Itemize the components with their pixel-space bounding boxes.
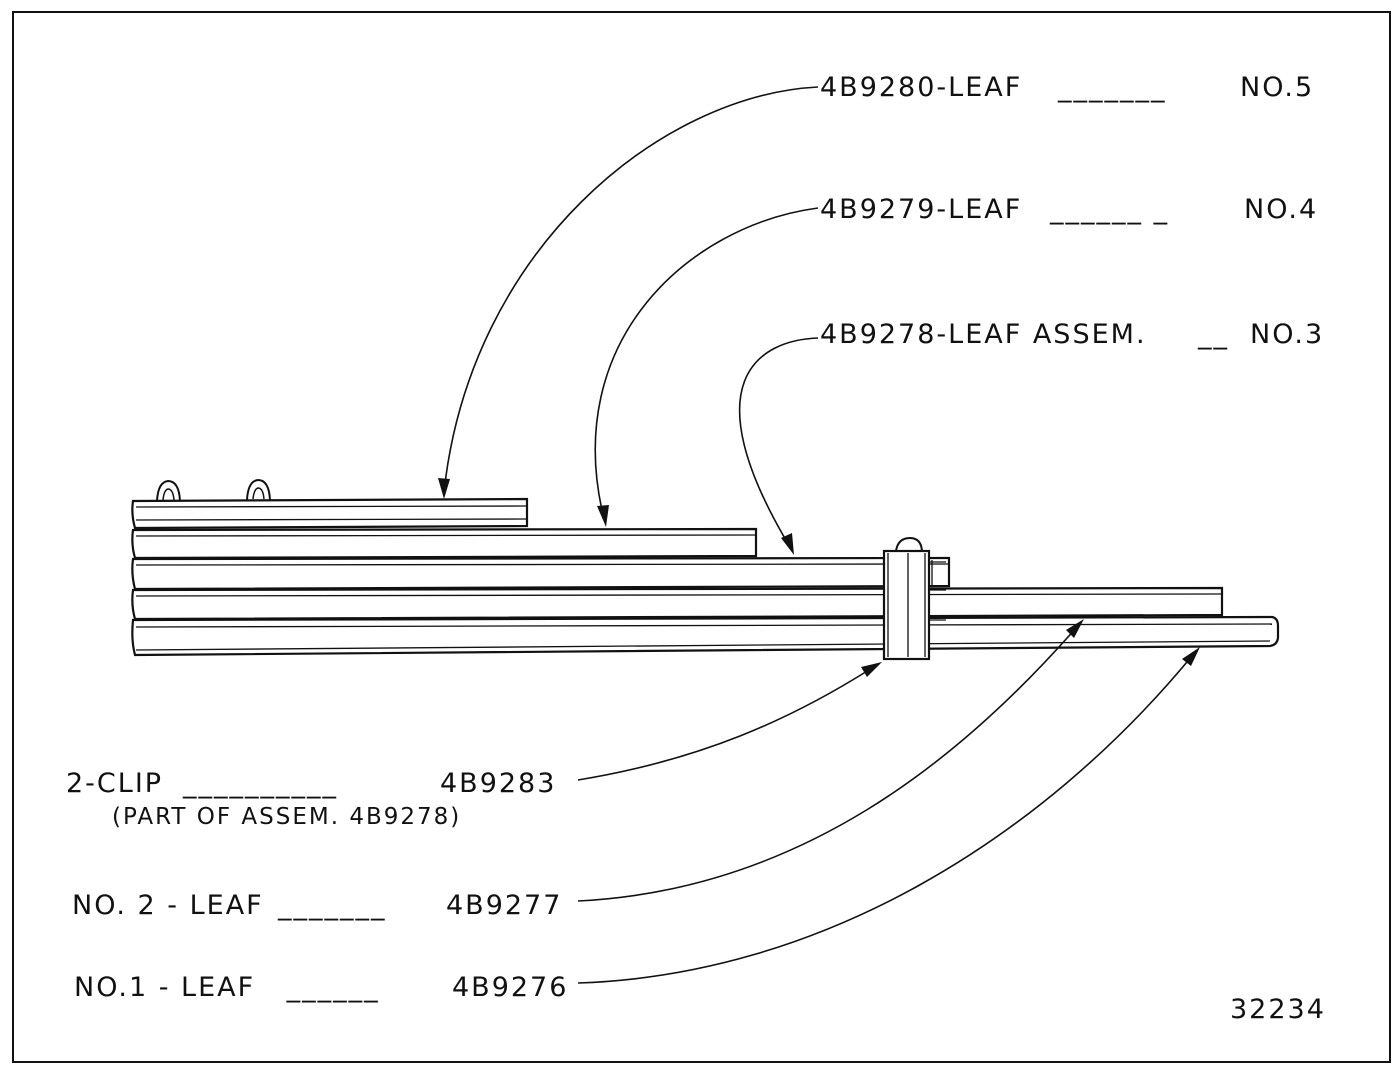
callout-clip: 2-CLIP __________ 4B9283 (PART OF ASSEM.… <box>66 768 556 830</box>
no5-part-number: 4B9280-LEAF <box>820 72 1022 103</box>
no2-leader-dashes: _______ <box>277 890 387 921</box>
leader-no2 <box>577 627 1077 902</box>
callout-leaf-no3: 4B9278-LEAF ASSEM. __ NO.3 <box>820 319 1324 350</box>
figure-frame <box>12 11 1391 1063</box>
figure-number: 32234 <box>1230 994 1326 1025</box>
leaf-no3-shape <box>131 556 951 591</box>
no4-position: NO.4 <box>1244 194 1318 225</box>
no4-part-number: 4B9279-LEAF <box>820 194 1022 225</box>
arrowhead-no5 <box>438 478 450 499</box>
no1-leader-dashes: ______ <box>276 972 380 1003</box>
callout-leaf-no2: NO. 2 - LEAF _______ 4B9277 <box>72 890 562 921</box>
arrowhead-clip <box>861 662 882 677</box>
leaf-no1-shape <box>131 615 1280 657</box>
no2-position: NO. 2 - LEAF <box>72 890 264 921</box>
leaf-no2-shape <box>131 586 1224 621</box>
no1-part-number: 4B9276 <box>452 972 568 1003</box>
leaf-no5-shape <box>131 497 529 530</box>
leader-no4 <box>594 207 819 520</box>
leader-lines <box>438 86 1200 984</box>
no1-position: NO.1 - LEAF <box>74 972 255 1003</box>
arrowhead-no4 <box>597 505 609 527</box>
leaf-spring-stack <box>131 478 1280 661</box>
clip-part-number: 4B9283 <box>440 768 556 799</box>
leader-clip <box>577 667 873 781</box>
arrowhead-no1 <box>1182 647 1200 666</box>
clip-band <box>882 536 946 661</box>
no3-position: NO.3 <box>1250 319 1324 350</box>
no4-leader-dashes: ______ _ <box>1049 194 1169 225</box>
no2-part-number: 4B9277 <box>446 890 562 921</box>
leaf-no4-shape <box>131 527 758 560</box>
leader-no1 <box>577 655 1193 984</box>
no3-leader-dashes: __ <box>1197 319 1229 350</box>
clip-qty-name: 2-CLIP <box>66 768 163 799</box>
callout-leaf-no1: NO.1 - LEAF ______ 4B9276 <box>74 972 568 1003</box>
leader-no5 <box>443 86 819 493</box>
arrowhead-no2 <box>1066 619 1084 638</box>
rebound-clip-left <box>156 479 181 502</box>
no3-part-number: 4B9278-LEAF ASSEM. <box>820 319 1147 350</box>
clip-leader-dashes: __________ <box>182 768 338 799</box>
callout-leaf-no4: 4B9279-LEAF ______ _ NO.4 <box>820 194 1318 225</box>
no5-position: NO.5 <box>1240 72 1314 103</box>
arrowhead-no3 <box>781 533 794 555</box>
clip-assembly-note: (PART OF ASSEM. 4B9278) <box>112 804 461 830</box>
rebound-clip-right <box>246 478 271 501</box>
callout-leaf-no5: 4B9280-LEAF _______ NO.5 <box>820 72 1314 103</box>
leader-no3 <box>738 337 819 548</box>
no5-leader-dashes: _______ <box>1057 72 1167 103</box>
